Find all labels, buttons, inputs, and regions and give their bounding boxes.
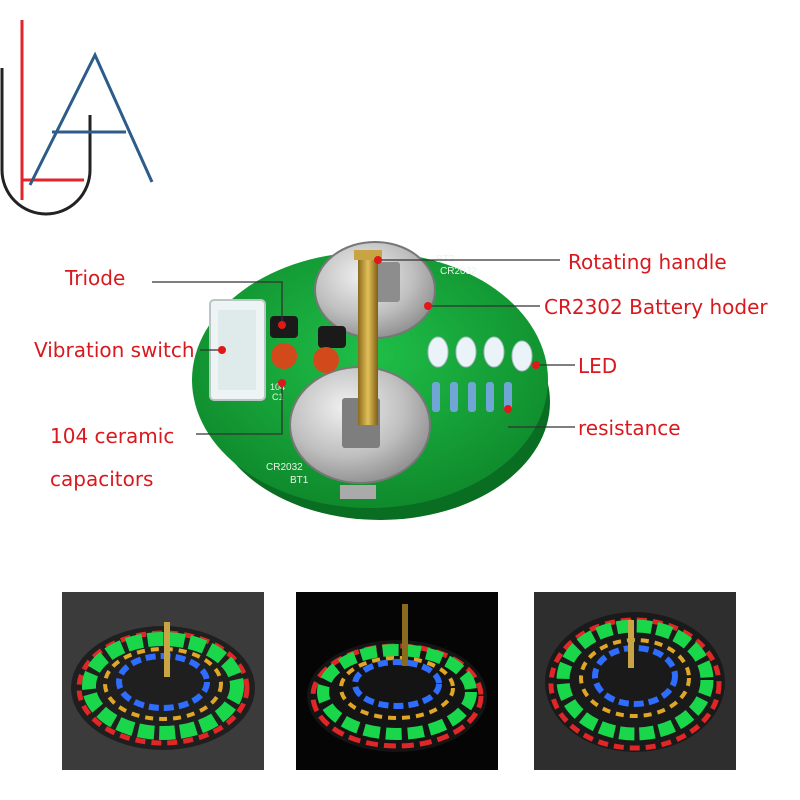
rotating-handle (358, 255, 378, 425)
svg-text:BT1: BT1 (290, 475, 309, 486)
label-battery-holder: CR2302 Battery hoder (544, 295, 768, 319)
silk-cr2032-bottom: CR2032 (266, 462, 303, 473)
svg-text:C1: C1 (272, 392, 284, 402)
pcb-photo: CR2032 BT1 CR2032 BT2 104 C1 (152, 241, 575, 520)
label-resistance: resistance (578, 416, 681, 440)
label-ceramic-line1: 104 ceramic (50, 424, 175, 448)
label-rotating-handle: Rotating handle (568, 250, 727, 274)
label-led: LED (578, 354, 618, 378)
silk-cr2032-top: CR2032 (440, 266, 477, 277)
svg-text:104: 104 (270, 382, 285, 392)
ua-logo (0, 20, 154, 216)
spin-photo-3 (534, 592, 736, 770)
spin-photo-1 (62, 592, 264, 770)
resistor-row (432, 382, 512, 412)
spinning-top-photo (71, 622, 255, 750)
led-row (427, 336, 533, 372)
spin-photo-2 (296, 592, 498, 770)
label-vibration-switch: Vibration switch (34, 338, 195, 362)
label-triode: Triode (65, 266, 126, 290)
label-ceramic-line2: capacitors (50, 467, 154, 491)
